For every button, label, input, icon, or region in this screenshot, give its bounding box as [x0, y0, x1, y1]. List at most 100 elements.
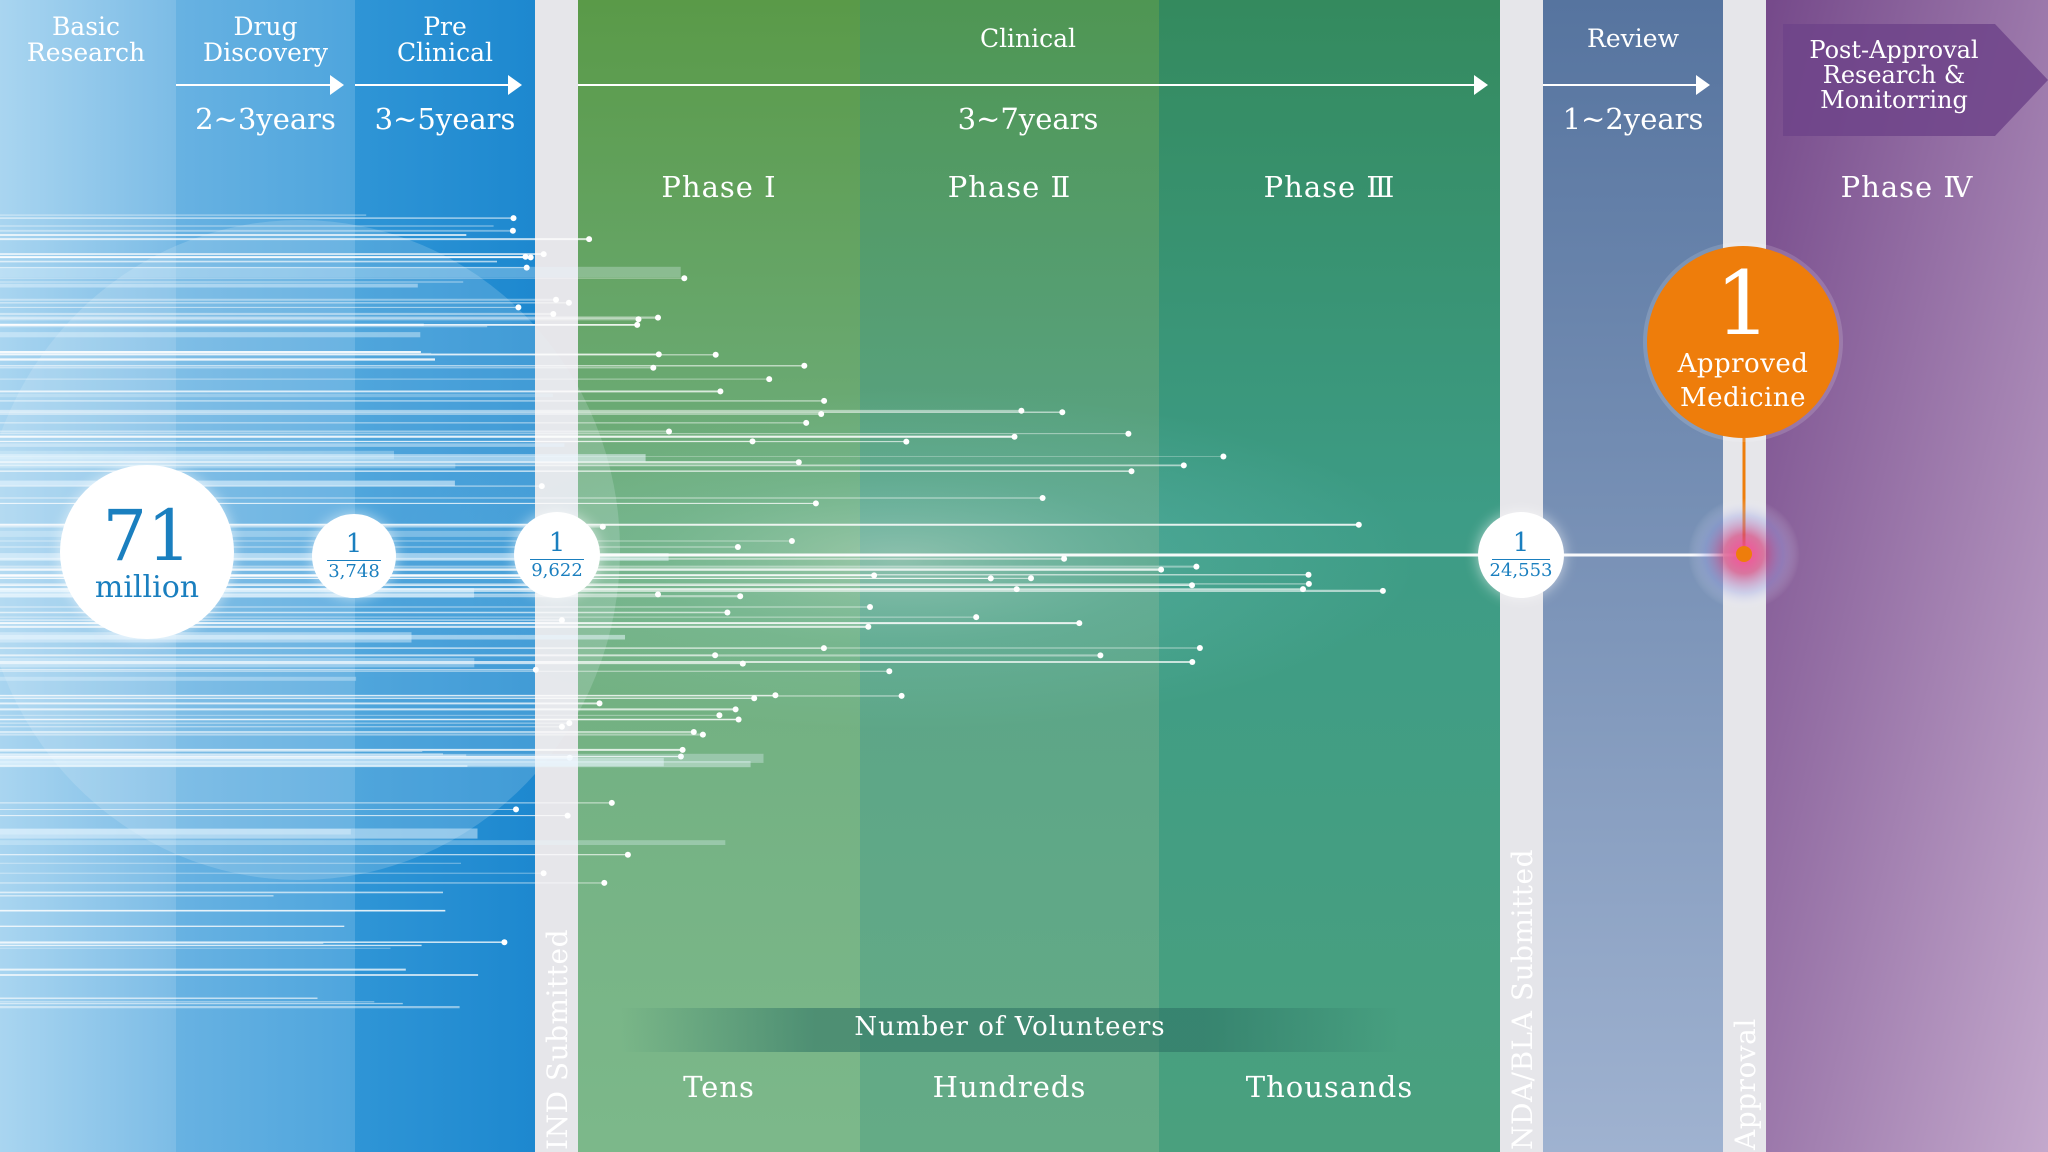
volunteers-title: Number of Volunteers	[854, 1012, 1166, 1042]
candidate-end-dot	[795, 459, 802, 466]
candidate-end-dot	[509, 227, 516, 234]
stage-preclinical: Pre Clinical	[396, 12, 494, 67]
candidate-end-dot	[903, 438, 910, 445]
candidate-end-dot	[1128, 468, 1135, 475]
candidate-end-dot	[737, 593, 744, 600]
candidate-end-dot	[677, 753, 684, 760]
candidate-end-dot	[655, 314, 661, 321]
candidate-glow-band	[0, 657, 475, 668]
candidate-glow-band	[0, 480, 455, 487]
phase-1-label: Phase Ⅰ	[661, 170, 777, 204]
milestone-nda-submitted: NDA/BLA Submitted	[1506, 848, 1539, 1150]
candidate-end-dot	[1189, 582, 1195, 589]
candidate-glow-band	[0, 393, 553, 398]
candidate-end-dot	[821, 397, 828, 404]
candidate-end-dot	[681, 275, 688, 282]
candidate-end-dot	[634, 321, 641, 328]
ratio-ind: 1 9,622	[514, 512, 600, 598]
candidate-end-dot	[523, 264, 530, 271]
candidate-end-dot	[1039, 495, 1046, 501]
candidate-glow-band	[0, 283, 418, 288]
candidate-end-dot	[886, 668, 893, 675]
candidate-end-dot	[716, 712, 723, 719]
candidate-end-dot	[566, 720, 573, 727]
ratio-ind-rule	[530, 558, 584, 561]
candidate-end-dot	[679, 746, 686, 753]
candidate-end-dot	[712, 652, 719, 659]
candidate-end-dot	[501, 939, 508, 946]
candidate-end-dot	[735, 716, 742, 723]
candidate-glow-band	[0, 454, 646, 462]
candidate-end-dot	[1355, 521, 1362, 528]
phase-2-label: Phase Ⅱ	[947, 170, 1072, 204]
candidate-end-dot	[596, 700, 603, 707]
candidate-end-dot	[510, 215, 517, 222]
ratio-discovery-denominator: 3,748	[328, 561, 380, 583]
candidate-end-dot	[1196, 645, 1203, 651]
candidate-end-dot	[635, 316, 642, 323]
candidate-end-dot	[1028, 575, 1034, 582]
candidate-end-dot	[1125, 430, 1132, 437]
candidate-end-dot	[540, 251, 547, 258]
approved-count: 1	[1715, 252, 1771, 355]
candidate-end-dot	[1193, 563, 1200, 570]
candidate-end-dot	[766, 376, 773, 383]
candidate-end-dot	[1059, 409, 1066, 416]
ratio-nda-rule	[1492, 558, 1550, 561]
candidate-end-dot	[734, 544, 741, 550]
ratio-ind-numerator: 1	[548, 527, 566, 558]
candidate-end-dot	[564, 812, 571, 819]
duration-preclinical: 3~5years	[374, 102, 516, 136]
stage-basic-research: Basic Research	[26, 12, 146, 67]
candidate-end-dot	[1305, 580, 1312, 587]
candidate-end-dot	[1061, 555, 1068, 562]
count-start-value: 71	[102, 495, 192, 577]
ratio-nda-numerator: 1	[1512, 527, 1530, 558]
candidate-end-dot	[871, 572, 878, 579]
count-start-unit: million	[94, 570, 200, 605]
candidate-end-dot	[690, 729, 697, 735]
candidate-end-dot	[812, 500, 819, 507]
candidate-glow-band	[0, 829, 351, 835]
candidate-glow-band	[0, 463, 456, 469]
candidate-end-dot	[558, 617, 565, 624]
candidate-glow-band	[0, 757, 664, 767]
stage-clinical: Clinical	[979, 24, 1077, 53]
candidate-end-dot	[515, 304, 522, 311]
candidate-end-dot	[699, 731, 706, 738]
candidate-glow-band	[0, 266, 681, 278]
candidate-end-dot	[973, 614, 980, 621]
ratio-ind-denominator: 9,622	[531, 560, 583, 582]
stage-post-approval: Post-Approval Research & Monitorring	[1809, 36, 1979, 114]
candidate-end-dot	[801, 362, 808, 369]
stage-review: Review	[1587, 24, 1679, 53]
candidate-end-dot	[772, 692, 779, 699]
duration-review: 1~2years	[1562, 102, 1704, 136]
ratio-discovery-rule	[327, 559, 381, 562]
candidate-end-dot	[1013, 586, 1020, 593]
candidate-end-dot	[1189, 659, 1196, 665]
candidate-end-dot	[1018, 407, 1025, 414]
ratio-discovery-numerator: 1	[345, 528, 363, 559]
candidate-end-dot	[865, 623, 872, 630]
candidate-end-dot	[724, 609, 731, 616]
candidate-end-dot	[608, 799, 615, 806]
candidate-end-dot	[717, 388, 724, 395]
candidate-glow-band	[0, 828, 478, 839]
duration-drug-discovery: 2~3years	[195, 102, 336, 136]
candidate-end-dot	[513, 806, 519, 813]
candidate-glow-band	[0, 450, 394, 460]
candidate-end-dot	[540, 870, 547, 877]
candidate-end-dot	[655, 351, 662, 358]
candidate-glow-band	[0, 634, 625, 640]
candidate-end-dot	[553, 296, 559, 303]
candidate-end-dot	[1097, 652, 1104, 659]
candidate-end-dot	[1220, 453, 1227, 460]
candidate-end-dot	[788, 538, 795, 544]
duration-clinical: 3~7years	[957, 102, 1099, 136]
ratio-nda-denominator: 24,553	[1489, 560, 1553, 582]
candidate-glow-band	[0, 753, 764, 763]
stage-drug-discovery: Drug Discovery	[203, 12, 328, 67]
candidate-glow-band	[0, 588, 475, 598]
